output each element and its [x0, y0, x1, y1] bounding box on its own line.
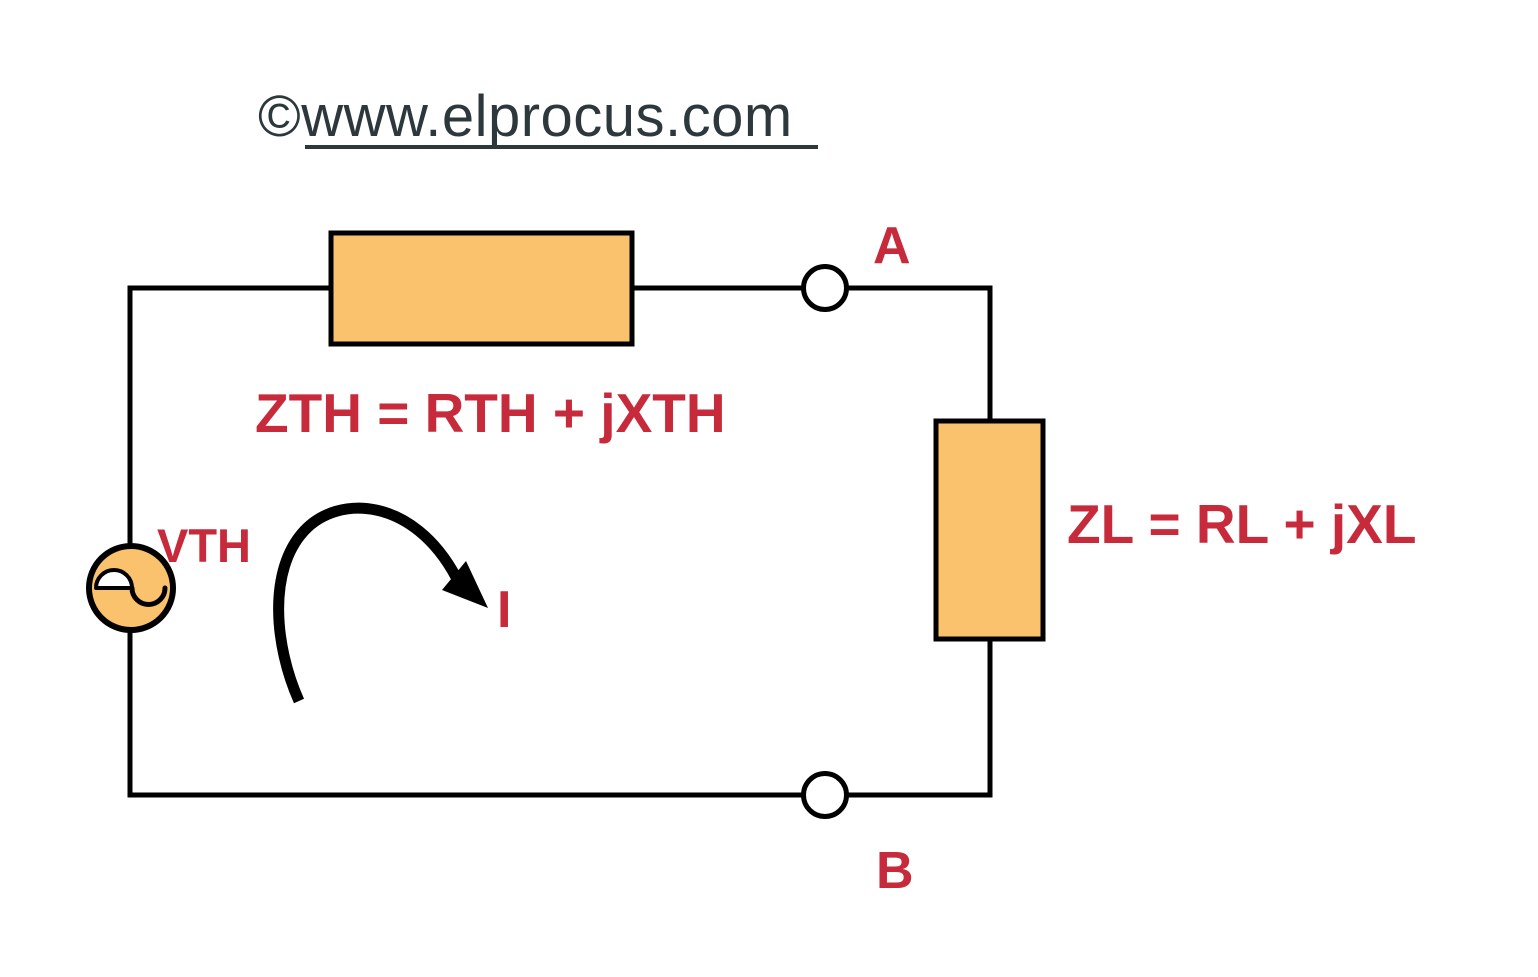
watermark-text: ©www.elprocus.com — [258, 84, 793, 149]
copyright-symbol: © — [258, 84, 301, 149]
ac-voltage-source — [86, 543, 176, 633]
circuit-loop-wire — [127, 285, 993, 798]
load-impedance-box — [933, 418, 1046, 642]
sine-wave-icon-lower-half — [129, 585, 168, 607]
source-voltage-label: VTH — [157, 519, 251, 572]
terminal-a-node — [801, 264, 849, 312]
loop-current-label: I — [497, 581, 511, 639]
terminal-b-node — [801, 771, 849, 819]
thevenin-impedance-label: ZTH = RTH + jXTH — [255, 382, 726, 444]
terminal-a-label: A — [873, 217, 911, 275]
terminal-b-label: B — [876, 842, 914, 900]
current-arrow-curve — [273, 502, 461, 704]
thevenin-impedance-box — [328, 230, 635, 347]
clockwise-curved-arrow-icon — [273, 502, 488, 704]
sine-wave-icon — [94, 568, 134, 590]
watermark-site-text: www.elprocus.com — [300, 84, 792, 149]
current-arrowhead — [442, 561, 488, 608]
load-impedance-label: ZL = RL + jXL — [1067, 493, 1416, 555]
